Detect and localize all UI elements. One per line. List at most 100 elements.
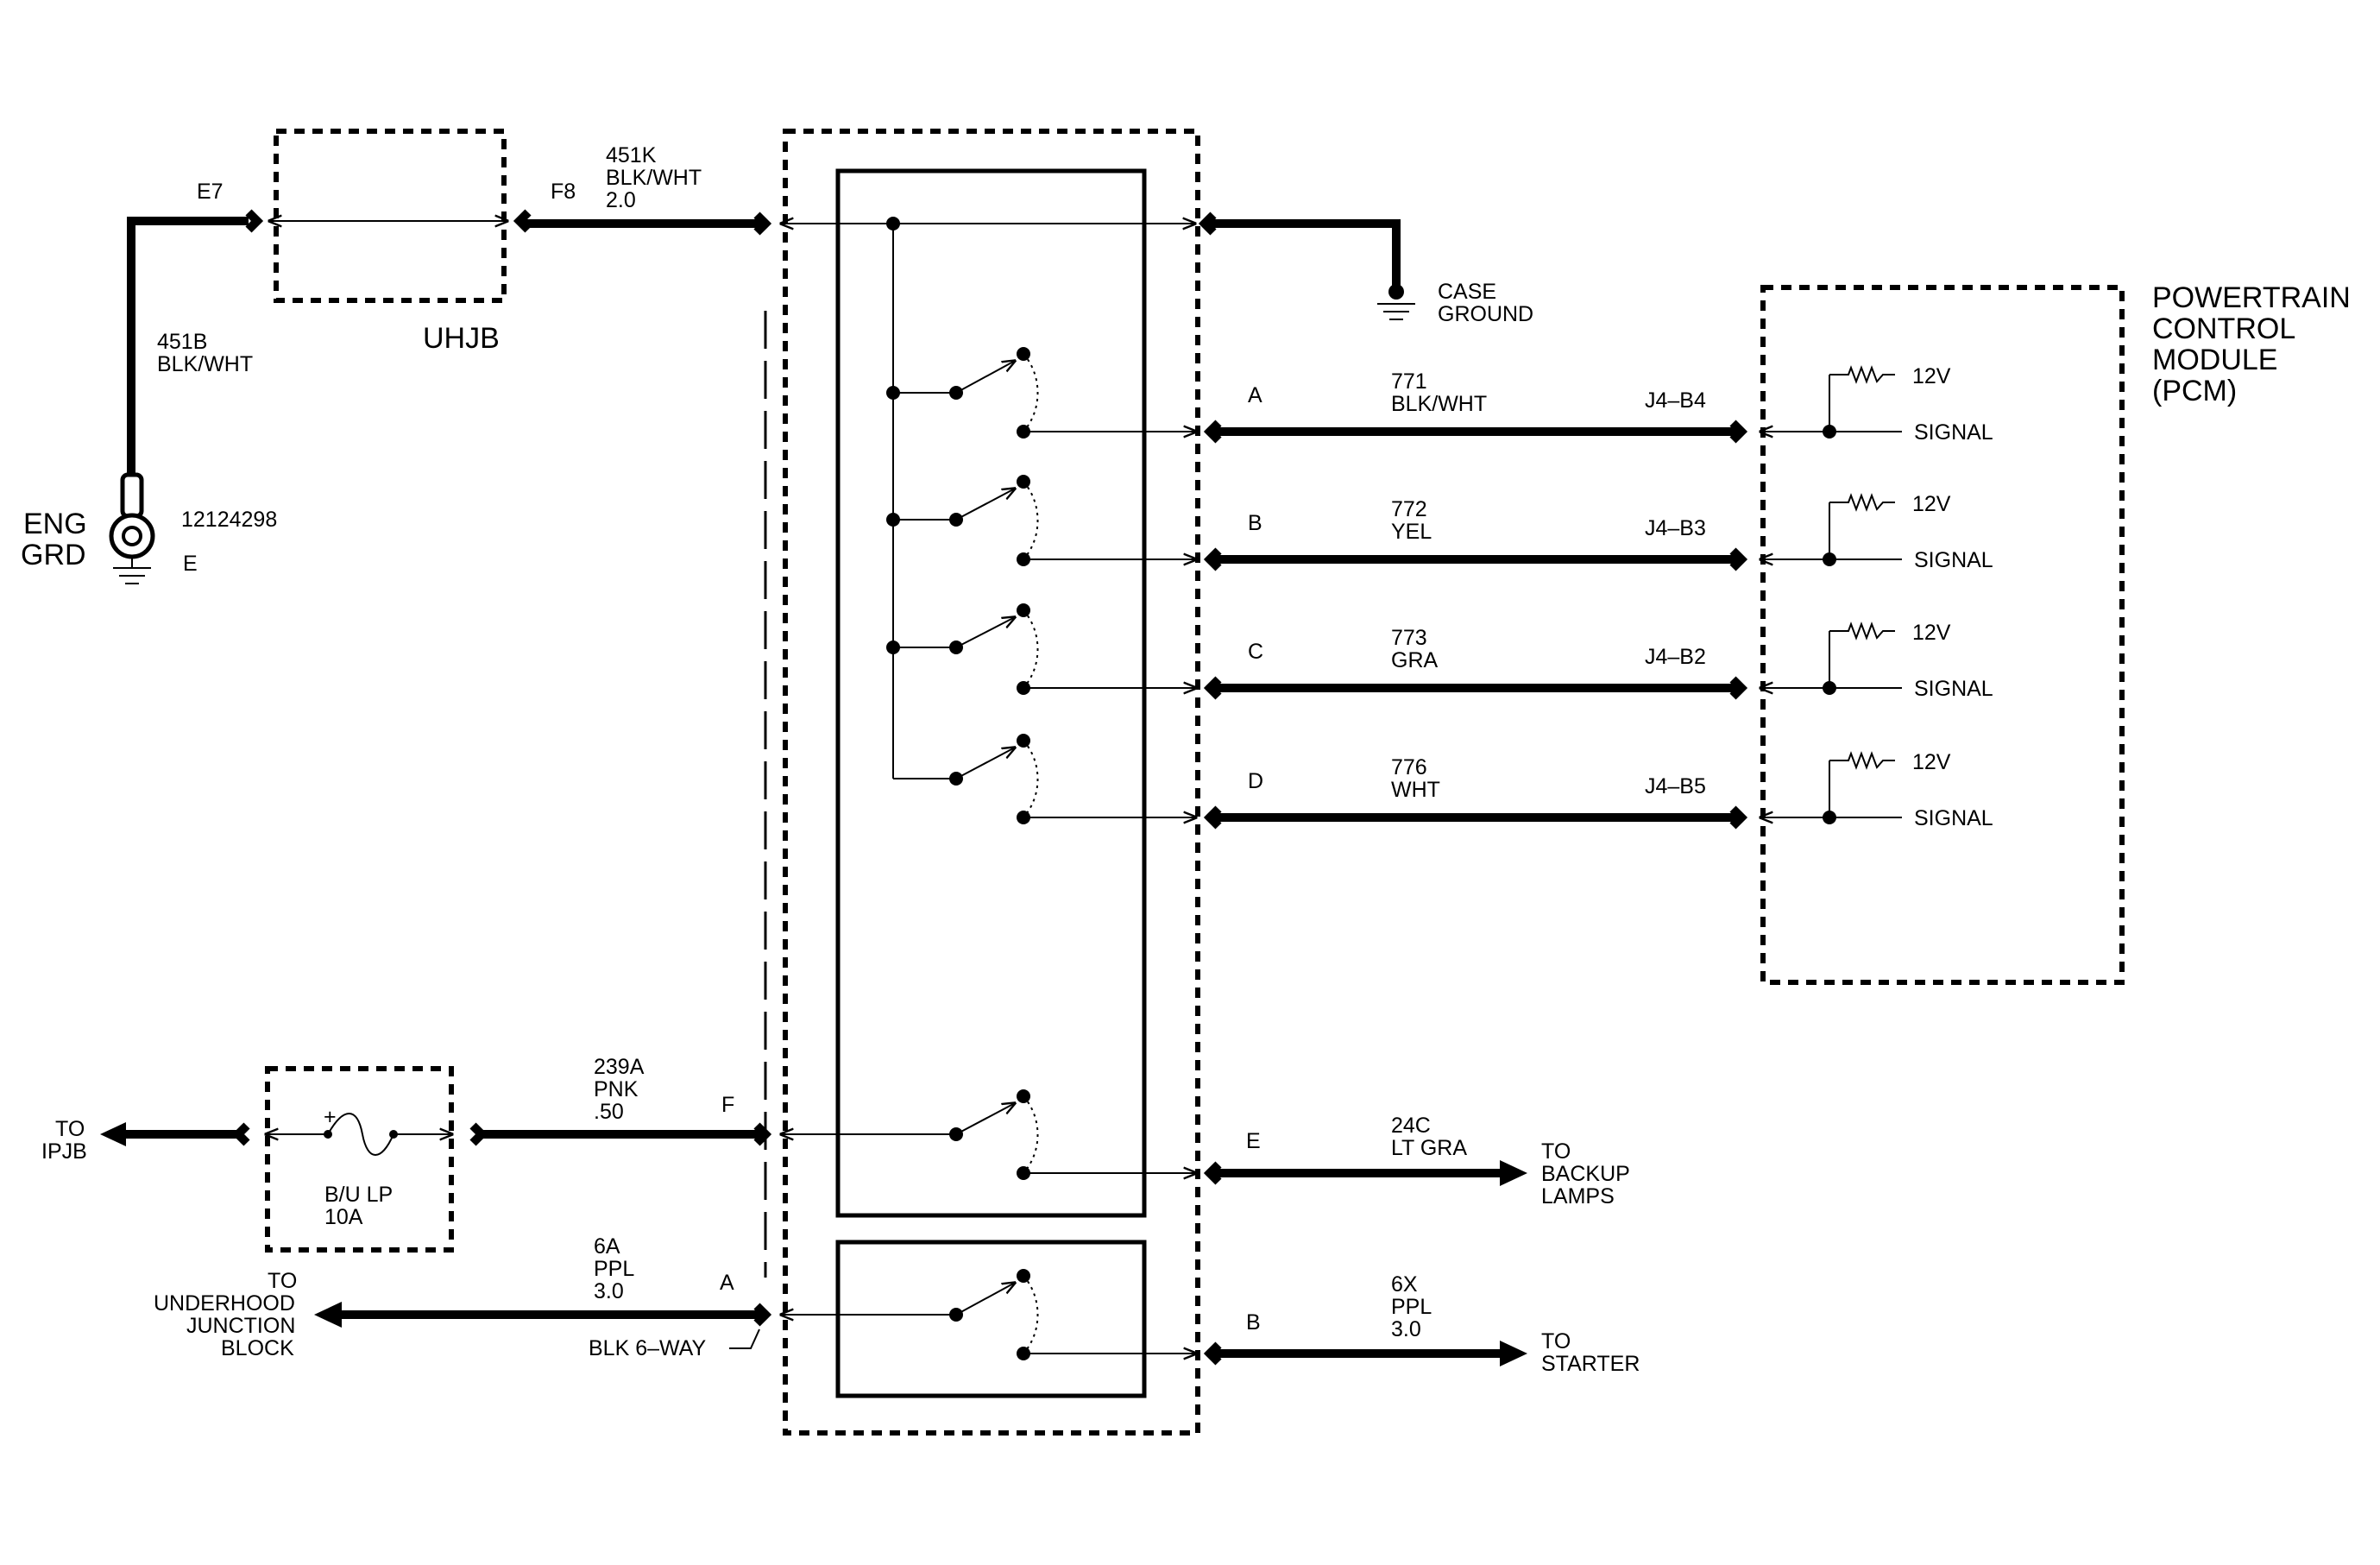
label-pin-a: A: [720, 1271, 734, 1295]
right-chevron: [1729, 676, 1748, 700]
label-451b-2: BLK/WHT: [157, 352, 253, 376]
label-24c-1: 24C: [1391, 1114, 1431, 1138]
switch-arm: [955, 1103, 1015, 1135]
backup-fuse-circuit: [100, 1066, 956, 1253]
uhj-arrow-icon: [314, 1302, 342, 1328]
label-fuse-plus: +: [324, 1105, 337, 1129]
switch-contact-1: [886, 475, 1196, 566]
pcm-signal-label: SIGNAL: [1914, 548, 1993, 572]
switch-arm: [955, 361, 1015, 394]
uhjb-block: [269, 129, 532, 303]
pcm-supply-label: 12V: [1912, 750, 1951, 774]
label-6x-2: PPL: [1391, 1295, 1432, 1319]
label-eng: ENG: [23, 508, 87, 540]
park-neutral-position-switch: [764, 129, 1200, 1436]
switch-arm: [955, 748, 1015, 779]
label-239a-1: 239A: [594, 1055, 645, 1079]
pcm-signal-label: SIGNAL: [1914, 677, 1993, 701]
contact-travel: [1023, 481, 1039, 560]
signal-color-label: BLK/WHT: [1391, 392, 1487, 416]
label-239a-3: .50: [594, 1100, 624, 1124]
label-6a-1: 6A: [594, 1234, 620, 1259]
label-backup-2: BACKUP: [1541, 1162, 1630, 1186]
blk6-leader: [729, 1328, 760, 1349]
pcm-supply-label: 12V: [1912, 364, 1951, 388]
backup-arrow-icon: [1500, 1160, 1527, 1186]
signal-color-label: GRA: [1391, 648, 1439, 672]
signal-pin-label: B: [1248, 511, 1262, 535]
label-451b-1: 451B: [157, 330, 207, 354]
label-e7: E7: [197, 180, 224, 204]
label-fuse-name: B/U LP: [324, 1183, 393, 1207]
right-chevron: [1729, 547, 1748, 571]
signal-circuit-label: 771: [1391, 369, 1427, 394]
label-starter-1: TO: [1541, 1329, 1571, 1354]
signal-circuit-label: 773: [1391, 626, 1427, 650]
wire-451b: [127, 217, 249, 478]
switch-contact-3: [949, 734, 1196, 824]
label-6x-3: 3.0: [1391, 1317, 1421, 1341]
label-blk-6-way: BLK 6–WAY: [589, 1336, 706, 1360]
contact-travel: [1023, 609, 1039, 689]
starter-circuit: [314, 1302, 956, 1349]
ipjb-arrow-icon: [100, 1122, 126, 1146]
contact-travel: [1023, 740, 1039, 818]
label-pcm-4: (PCM): [2152, 375, 2237, 407]
label-backup-3: LAMPS: [1541, 1184, 1615, 1208]
label-6a-3: 3.0: [594, 1279, 624, 1303]
case-ground-symbol-icon: [1377, 303, 1415, 320]
ground-symbol-icon: [113, 557, 151, 584]
pcm-pin-label: J4–B5: [1645, 774, 1706, 798]
label-451k-3: 2.0: [606, 188, 636, 212]
label-pcm-2: CONTROL: [2152, 312, 2295, 345]
label-6x-1: 6X: [1391, 1272, 1418, 1297]
switch-contact-b: [949, 1269, 1196, 1360]
label-backup-1: TO: [1541, 1139, 1571, 1164]
label-to-ipjb-1: TO: [55, 1117, 85, 1141]
labels: E7 F8 UHJB 451K BLK/WHT 2.0 451B BLK/WHT…: [21, 143, 2351, 1376]
right-chevron: [1729, 420, 1748, 444]
label-case: CASE: [1438, 280, 1496, 304]
contact-travel: [1023, 353, 1039, 432]
pcm-signal-label: SIGNAL: [1914, 420, 1993, 445]
label-239a-2: PNK: [594, 1077, 639, 1101]
left-chevron: [1203, 547, 1222, 571]
label-fuse-rating: 10A: [324, 1205, 363, 1229]
label-pcm-1: POWERTRAIN: [2152, 281, 2351, 314]
right-chevron: [1729, 805, 1748, 830]
switch-outer-dashed: [783, 129, 1200, 1436]
label-ground: GROUND: [1438, 302, 1533, 326]
label-pcm-3: MODULE: [2152, 344, 2277, 376]
pcm-pin-label: J4–B4: [1645, 388, 1706, 413]
pcm-pin-label: J4–B3: [1645, 516, 1706, 540]
switch-arm: [955, 489, 1015, 521]
signal-color-label: YEL: [1391, 520, 1432, 544]
pullup-resistor-icon: [1829, 493, 1895, 512]
signal-circuit-label: 776: [1391, 755, 1427, 779]
label-starter-2: STARTER: [1541, 1352, 1640, 1376]
fuse-icon: [327, 1113, 394, 1156]
label-451k-1: 451K: [606, 143, 657, 167]
label-to-ipjb-2: IPJB: [41, 1139, 87, 1164]
label-uhj-2: UNDERHOOD: [154, 1291, 295, 1316]
label-e-terminal: E: [183, 552, 198, 576]
pullup-resistor-icon: [1829, 622, 1895, 641]
pullup-resistor-icon: [1829, 751, 1895, 770]
pullup-resistor-icon: [1829, 365, 1895, 384]
output-circuits: [1203, 1160, 1527, 1366]
switch-lower-box: [835, 1240, 1147, 1398]
signal-color-label: WHT: [1391, 778, 1440, 802]
switch-contact-0: [886, 347, 1196, 439]
label-uhjb: UHJB: [423, 322, 500, 355]
label-out-e: E: [1246, 1129, 1261, 1153]
label-uhj-3: JUNCTION: [186, 1314, 295, 1338]
starter-arrow-icon: [1500, 1341, 1527, 1366]
left-chevron: [1203, 805, 1222, 830]
pcm-supply-label: 12V: [1912, 492, 1951, 516]
pcm-signal-label: SIGNAL: [1914, 806, 1993, 830]
